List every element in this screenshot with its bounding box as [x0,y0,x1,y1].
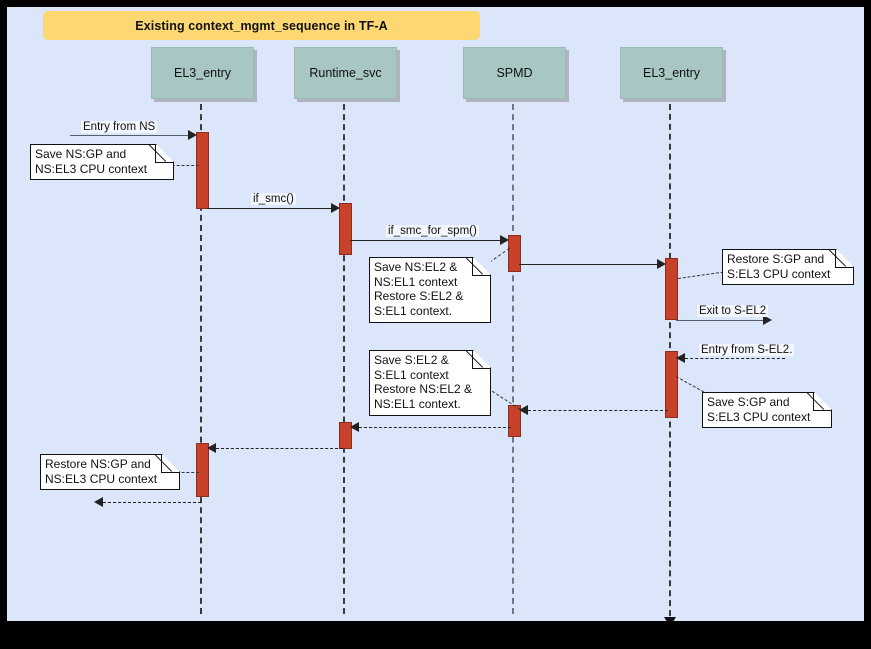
diagram-title-banner: Existing context_mgmt_sequence in TF-A [43,11,480,40]
note-save-ns-gp: Save NS:GP and NS:EL3 CPU context [30,144,174,180]
message-line-el3-entry-ns-exit [103,502,201,503]
message-arrow-if-smc-for-spm [500,235,509,245]
actor-label-el3-entry-ns: EL3_entry [174,66,231,80]
message-arrow-exit-to-s-el2 [763,315,772,325]
activation-el3-entry-ns-2 [196,443,209,497]
activation-runtime-svc-2 [339,422,352,449]
message-label-entry-from-ns: Entry from NS [81,121,158,133]
note-line: Save NS:GP and [35,147,127,161]
note-line: S:EL3 CPU context [707,409,811,424]
message-label-if-smc-for-spm: if_smc_for_spm() [386,225,479,237]
diagram-title: Existing context_mgmt_sequence in TF-A [135,18,388,33]
actor-el3-entry-s[interactable]: EL3_entry [620,47,723,99]
message-arrow-entry-from-ns [188,130,197,140]
activation-spmd-2 [508,405,521,437]
message-arrow-el3-entry-s-to-spmd [519,405,528,415]
note-fold-diagonal [807,392,832,417]
message-line-exit-to-s-el2 [676,320,767,321]
note-restore-s-gp: Restore S:GP and S:EL3 CPU context [722,249,854,285]
actor-label-spmd: SPMD [496,66,533,80]
message-label-if-smc: if_smc() [251,193,296,205]
lifeline-runtime-svc [343,104,345,614]
note-line: Save S:GP and [707,395,790,409]
message-line-spmd-to-runtime-svc [359,427,511,428]
message-label-entry-from-s-el2: Entry from S-EL2. [699,344,795,356]
note-line: Restore NS:EL2 & [374,382,473,396]
note-line: Restore S:EL2 & [374,289,464,303]
actor-el3-entry-ns[interactable]: EL3_entry [151,47,254,99]
note-connector-1 [167,165,199,166]
message-line-if-smc [207,208,335,209]
note-line: S:EL1 context. [374,303,453,318]
lifeline-spmd [512,104,514,614]
message-arrow-spmd-to-runtime-svc [350,422,359,432]
message-arrow-if-smc [331,203,340,213]
note-line: Restore S:GP and [727,252,825,266]
note-fold-diagonal [466,257,491,282]
actor-label-runtime-svc: Runtime_svc [309,66,382,80]
note-line: S:EL1 context [374,367,449,382]
message-arrow-runtime-svc-to-el3-entry-ns [207,443,216,453]
note-save-s-el2: Save S:EL2 & S:EL1 context Restore NS:EL… [369,350,491,416]
note-restore-ns-gp: Restore NS:GP and NS:EL3 CPU context [40,454,180,490]
note-fold-diagonal [466,350,491,375]
activation-runtime-svc-1 [339,203,352,255]
message-line-entry-from-ns [70,135,192,136]
note-connector-4 [487,388,521,410]
note-line: NS:EL1 context. [374,396,461,411]
note-line: Save S:EL2 & [374,353,449,367]
note-connector-3 [677,271,724,279]
note-connector-5 [675,376,705,393]
note-line: Save NS:EL2 & [374,260,458,274]
note-line: NS:EL3 CPU context [35,161,148,176]
note-connector-6 [172,472,199,473]
message-line-el3-entry-s-to-spmd [528,410,668,411]
activation-el3-entry-ns-1 [196,132,209,209]
note-fold-diagonal [155,454,180,479]
lifeline-end-arrow-icon [664,617,676,621]
activation-el3-entry-s-2 [665,351,678,418]
activation-spmd-1 [508,235,521,272]
message-line-entry-from-s-el2 [685,358,785,359]
note-line: NS:EL3 CPU context [45,471,158,486]
note-line: NS:EL1 context [374,274,458,289]
note-fold-diagonal [149,144,174,169]
message-arrow-entry-from-s-el2 [676,353,685,363]
actor-runtime-svc[interactable]: Runtime_svc [294,47,397,99]
actor-label-el3-entry-s: EL3_entry [643,66,700,80]
actor-spmd[interactable]: SPMD [463,47,566,99]
note-line: Restore NS:GP and [45,457,151,471]
message-arrow-spmd-to-el3-entry-s [657,259,666,269]
diagram-canvas: Existing context_mgmt_sequence in TF-A E… [7,7,864,621]
message-line-spmd-to-el3-entry-s [519,264,661,265]
message-label-exit-to-s-el2: Exit to S-EL2 [697,305,769,317]
message-arrow-el3-entry-ns-exit [94,497,103,507]
activation-el3-entry-s-1 [665,258,678,320]
lifeline-el3-entry-ns [200,104,202,614]
message-line-runtime-svc-to-el3-entry-ns [216,448,343,449]
note-save-ns-el2: Save NS:EL2 & NS:EL1 context Restore S:E… [369,257,491,323]
note-save-s-gp: Save S:GP and S:EL3 CPU context [702,392,832,428]
message-line-if-smc-for-spm [350,240,504,241]
note-fold-diagonal [829,249,854,274]
note-line: S:EL3 CPU context [727,266,831,281]
